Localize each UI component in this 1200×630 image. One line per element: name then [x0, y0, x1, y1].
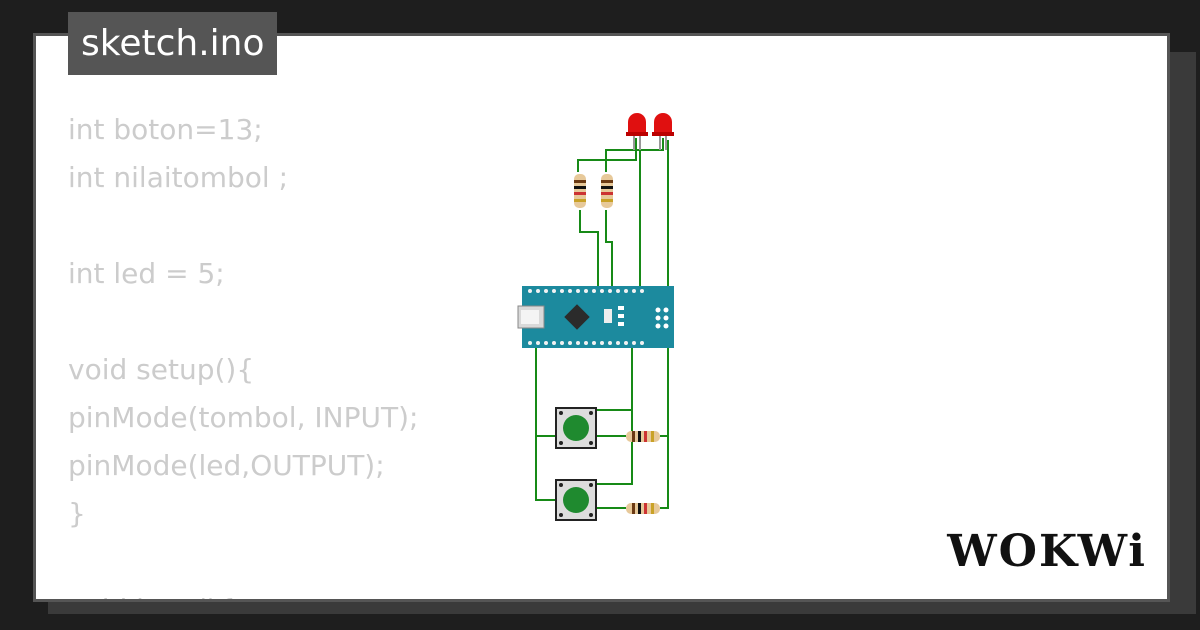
resistor-2[interactable] [601, 174, 613, 208]
code-line: } [68, 497, 86, 530]
code-line: int nilaitombol ; [68, 161, 289, 194]
led-1[interactable] [626, 113, 648, 150]
code-line: void setup(){ [68, 353, 255, 386]
push-button-2[interactable] [555, 479, 597, 521]
resistor-4[interactable] [626, 503, 660, 514]
icsp-header [655, 307, 669, 329]
code-line: int boton=13; [68, 113, 263, 146]
code-line: void loop(){ [68, 586, 418, 599]
resistor-3[interactable] [626, 431, 660, 442]
code-line: pinMode(led,OUTPUT); [68, 449, 385, 482]
filename-tab: sketch.ino [68, 12, 278, 75]
preview-card: int boton=13; int nilaitombol ; int led = … [33, 33, 1170, 602]
circuit-diagram [517, 113, 674, 521]
arduino-nano-board[interactable] [517, 286, 674, 348]
led-2[interactable] [652, 113, 674, 150]
code-preview: int boton=13; int nilaitombol ; int led = … [68, 106, 419, 599]
microcontroller-chip [564, 304, 590, 330]
resistor-1[interactable] [574, 174, 586, 208]
code-line: int led = 5; [68, 257, 225, 290]
code-line: pinMode(tombol, INPUT); [68, 401, 419, 434]
push-button-1[interactable] [555, 407, 597, 449]
wokwi-logo: WOKWi [947, 526, 1147, 577]
